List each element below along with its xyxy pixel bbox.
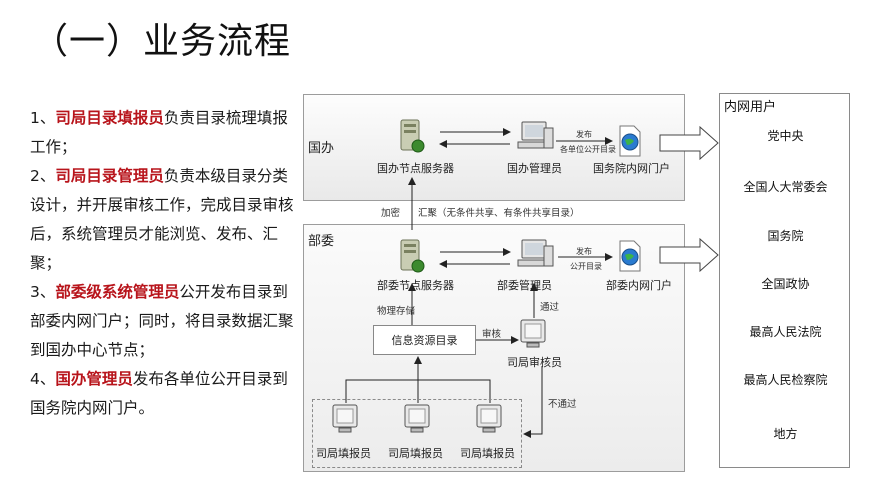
reviewer-label: 司局审核员 <box>507 356 562 369</box>
user-item: 国务院 <box>767 229 804 243</box>
page-title: （一）业务流程 <box>32 21 292 62</box>
filler-monitor-icon-1 <box>332 404 358 433</box>
buwei-publish-label: 发布 <box>576 247 592 256</box>
storage-label: 物理存储 <box>377 306 416 317</box>
buwei-server-label: 部委节点服务器 <box>377 279 454 292</box>
guoban-publish-target: 各单位公开目录 <box>560 145 616 154</box>
filler-monitor-icon-3 <box>476 404 502 433</box>
user-item: 党中央 <box>767 129 804 143</box>
user-item: 最高人民法院 <box>749 325 822 339</box>
role-highlight: 国办管理员 <box>55 370 133 388</box>
encrypt-label: 加密 <box>381 208 401 219</box>
guoban-portal-icon <box>619 125 641 157</box>
buwei-portal-label: 部委内网门户 <box>606 279 672 292</box>
guoban-admin-pc-icon <box>517 121 554 149</box>
filler-label-3: 司局填报员 <box>460 447 515 460</box>
guoban-server-icon <box>400 119 425 153</box>
review-label: 审核 <box>482 329 502 340</box>
filler-label-2: 司局填报员 <box>388 447 443 460</box>
role-highlight: 部委级系统管理员 <box>55 283 180 301</box>
description-item-4: 4、国办管理员发布各单位公开目录到国务院内网门户。 <box>30 370 288 417</box>
pass-label: 通过 <box>540 302 560 313</box>
fillers-group <box>312 399 522 468</box>
guoban-zone-label: 国办 <box>308 141 335 156</box>
intranet-users-panel: 内网用户 党中央 全国人大常委会 国务院 全国政协 最高人民法院 最高人民检察院… <box>719 93 850 468</box>
user-item: 最高人民检察院 <box>743 373 828 387</box>
buwei-zone-label: 部委 <box>308 234 335 249</box>
role-highlight: 司局目录管理员 <box>55 167 164 185</box>
role-highlight: 司局目录填报员 <box>55 109 164 127</box>
reviewer-monitor-icon <box>520 319 546 348</box>
buwei-portal-icon <box>619 240 641 272</box>
description-item-3: 3、部委级系统管理员公开发布目录到部委内网门户；同时，将目录数据汇聚到国办中心节… <box>30 283 294 359</box>
description-item-2: 2、司局目录管理员负责本级目录分类设计，并开展审核工作，完成目录审核后，系统管理… <box>30 167 294 272</box>
filler-monitor-icon-2 <box>404 404 430 433</box>
buwei-admin-pc-icon <box>517 239 554 267</box>
info-resource-catalog-box: 信息资源目录 <box>373 325 476 355</box>
user-item: 地方 <box>773 427 798 441</box>
buwei-publish-target: 公开目录 <box>570 262 602 271</box>
buwei-server-icon <box>400 239 425 273</box>
guoban-admin-label: 国办管理员 <box>507 162 562 175</box>
filler-label-1: 司局填报员 <box>316 447 371 460</box>
buwei-admin-label: 部委管理员 <box>497 279 552 292</box>
user-item: 全国人大常委会 <box>743 180 828 194</box>
guoban-server-label: 国办节点服务器 <box>377 162 454 175</box>
fail-label: 不通过 <box>548 399 577 410</box>
guoban-portal-label: 国务院内网门户 <box>593 162 670 175</box>
description: 1、司局目录填报员负责目录梳理填报工作； 2、司局目录管理员负责本级目录分类设计… <box>30 104 298 423</box>
description-item-1: 1、司局目录填报员负责目录梳理填报工作； <box>30 109 288 156</box>
guoban-publish-label: 发布 <box>576 130 592 139</box>
aggregate-label: 汇聚（无条件共享、有条件共享目录） <box>418 208 580 219</box>
intranet-users-title: 内网用户 <box>724 100 777 115</box>
user-item: 全国政协 <box>761 277 810 291</box>
